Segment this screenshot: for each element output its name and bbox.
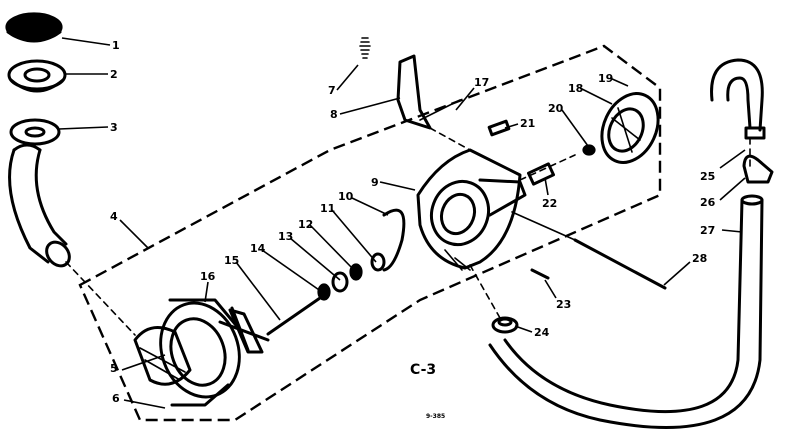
callout-27: 27 <box>700 224 715 237</box>
callout-21: 21 <box>520 117 535 130</box>
callout-8: 8 <box>330 108 338 121</box>
part-screw <box>530 268 550 280</box>
callout-10: 10 <box>338 190 354 203</box>
callout-labels: 1 2 3 4 5 6 7 8 9 10 11 12 13 14 15 16 1… <box>110 39 716 405</box>
callout-3: 3 <box>110 121 118 134</box>
callout-18: 18 <box>568 82 583 95</box>
diagram-caption: C-3 <box>410 362 436 378</box>
part-housing-rear <box>416 148 527 271</box>
drawing-code: 9-385 <box>426 413 445 420</box>
callout-22: 22 <box>542 197 557 210</box>
callout-17: 17 <box>474 76 489 89</box>
alignment-lines <box>65 127 751 336</box>
part-inlet-hose <box>8 143 71 268</box>
part-pins <box>487 119 556 186</box>
callout-19: 19 <box>598 72 613 85</box>
callout-5: 5 <box>110 362 118 375</box>
part-hose-clamp <box>491 316 519 334</box>
callout-16: 16 <box>200 270 216 283</box>
callout-1: 1 <box>112 39 120 52</box>
callout-12: 12 <box>298 218 313 231</box>
callout-4: 4 <box>110 210 118 223</box>
part-rod <box>511 211 667 290</box>
part-rear-cover <box>582 92 660 164</box>
part-outlet-hose <box>488 58 774 429</box>
callout-26: 26 <box>700 196 716 209</box>
part-cap <box>5 12 63 43</box>
part-shaft-seals <box>317 208 406 301</box>
callout-7: 7 <box>328 84 336 97</box>
callout-20: 20 <box>548 102 564 115</box>
callout-leaders <box>58 37 746 409</box>
callout-14: 14 <box>250 242 266 255</box>
callout-9: 9 <box>371 176 379 189</box>
part-bracket <box>396 54 461 130</box>
part-pump-housing <box>133 298 242 407</box>
callout-2: 2 <box>110 68 118 81</box>
part-impeller-shaft <box>218 296 322 354</box>
part-washer <box>9 118 61 146</box>
callout-28: 28 <box>692 252 707 265</box>
callout-24: 24 <box>534 326 550 339</box>
callout-6: 6 <box>112 392 120 405</box>
callout-13: 13 <box>278 230 293 243</box>
callout-23: 23 <box>556 298 571 311</box>
callout-25: 25 <box>700 170 715 183</box>
pump-assembly-outline <box>78 44 662 422</box>
part-spring <box>359 37 371 59</box>
part-seal <box>7 59 67 93</box>
callout-11: 11 <box>320 202 335 215</box>
callout-15: 15 <box>224 254 239 267</box>
